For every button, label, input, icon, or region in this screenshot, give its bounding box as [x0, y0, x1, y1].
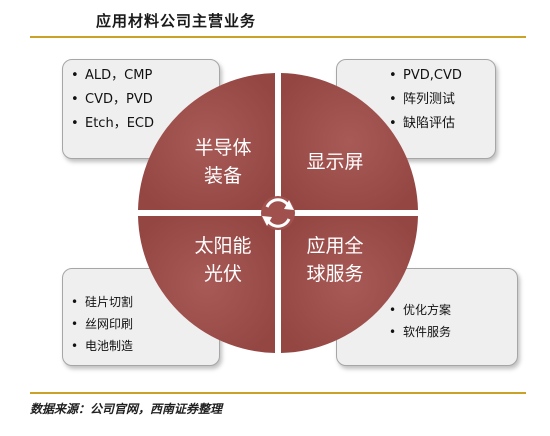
list-item: •PVD,CVD	[389, 68, 462, 83]
list-item: •电池制造	[71, 339, 134, 353]
quadrant-label-line: 光伏	[203, 263, 242, 285]
cycle-arrows-icon	[261, 196, 295, 230]
list-item-text: 软件服务	[403, 325, 452, 339]
list-item: •阵列测试	[389, 92, 456, 107]
bottom-divider	[30, 392, 526, 394]
quadrant-solar	[138, 216, 275, 353]
list-item: •CVD，PVD	[71, 92, 153, 107]
list-item-text: ALD，CMP	[85, 68, 153, 83]
list-item: •ALD，CMP	[71, 68, 153, 83]
page-title: 应用材料公司主营业务	[96, 12, 257, 30]
quadrant-semiconductor	[138, 73, 275, 210]
quadrant-display	[281, 73, 418, 210]
list-item-text: 丝网印刷	[85, 317, 134, 331]
top-divider	[30, 36, 526, 38]
quadrant-label-solar: 太阳能 光伏	[178, 232, 268, 288]
quadrant-label-line: 太阳能	[194, 235, 252, 257]
quadrant-global-service	[281, 216, 418, 353]
list-item-text: CVD，PVD	[85, 92, 153, 107]
list-item-text: PVD,CVD	[403, 68, 462, 83]
list-item-text: Etch，ECD	[85, 116, 154, 131]
quadrant-label-line: 装备	[203, 165, 242, 187]
quadrant-label-line: 半导体	[194, 137, 252, 159]
list-item-text: 缺陷评估	[403, 116, 456, 131]
list-item-text: 优化方案	[403, 303, 452, 317]
quadrant-label-line: 球服务	[306, 263, 364, 285]
list-item-text: 电池制造	[85, 339, 134, 353]
quadrant-label-line: 显示屏	[306, 151, 364, 173]
quadrant-label-semiconductor: 半导体 装备	[178, 134, 268, 190]
source-note: 数据来源：公司官网，西南证券整理	[30, 402, 223, 416]
quadrant-label-display: 显示屏	[290, 148, 380, 176]
list-item: •Etch，ECD	[71, 116, 154, 131]
list-item: •缺陷评估	[389, 116, 456, 131]
list-item: •硅片切割	[71, 295, 134, 309]
list-item: •丝网印刷	[71, 317, 134, 331]
quadrant-label-global-service: 应用全 球服务	[290, 232, 380, 288]
quadrant-label-line: 应用全	[306, 235, 364, 257]
list-item: •软件服务	[389, 325, 452, 339]
list-item: •优化方案	[389, 303, 452, 317]
list-item-text: 硅片切割	[85, 295, 134, 309]
list-item-text: 阵列测试	[403, 92, 456, 107]
